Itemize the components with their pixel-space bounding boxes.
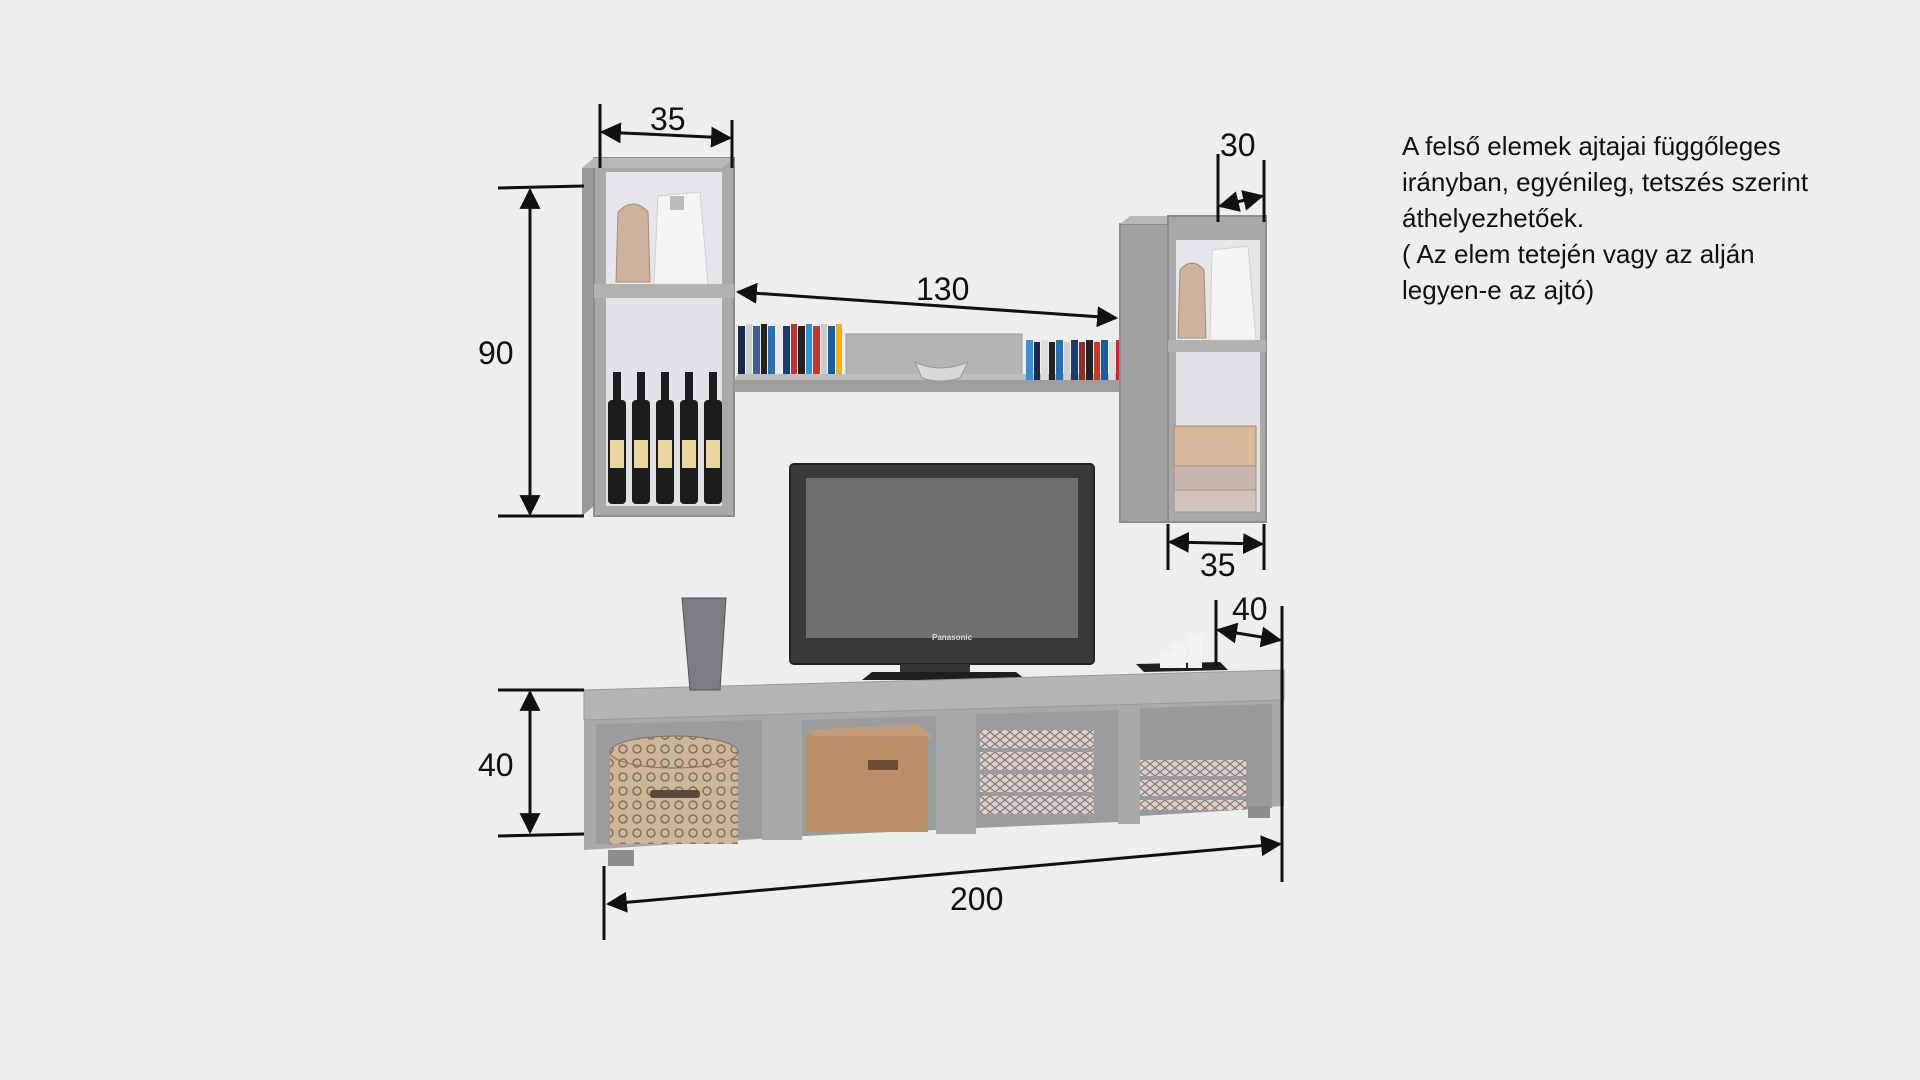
note-line: legyen-e az ajtó) xyxy=(1402,275,1595,305)
note-line: irányban, egyénileg, tetszés szerint xyxy=(1402,167,1809,197)
note-line: A felső elemek ajtajai függőleges xyxy=(1402,131,1781,161)
right-wall-cabinet xyxy=(1119,215,1267,523)
dim-left-cabinet-width: 35 xyxy=(650,101,686,137)
door-placement-note: A felső elemek ajtajai függőleges irányb… xyxy=(1402,128,1872,308)
dim-right-cabinet-depth: 30 xyxy=(1220,127,1256,163)
dim-left-cabinet-height: 90 xyxy=(478,335,514,371)
tv-brand-label: Panasonic xyxy=(932,633,973,642)
dim-tv-stand-height: 40 xyxy=(478,747,514,783)
left-wall-cabinet xyxy=(582,157,735,517)
wine-bottles xyxy=(608,372,722,504)
television: Panasonic xyxy=(789,463,1095,680)
dim-tv-stand-width: 200 xyxy=(950,881,1003,917)
books-left xyxy=(738,324,842,374)
dim-tv-stand-depth: 40 xyxy=(1232,591,1268,627)
dimension-lines xyxy=(497,104,1284,940)
dim-right-cabinet-width: 35 xyxy=(1200,547,1236,583)
note-line: ( Az elem tetején vagy az alján xyxy=(1402,239,1755,269)
wall-shelf xyxy=(734,324,1150,392)
note-line: áthelyezhetőek. xyxy=(1402,203,1585,233)
tv-stand xyxy=(583,597,1285,866)
dim-shelf-width: 130 xyxy=(916,271,969,307)
